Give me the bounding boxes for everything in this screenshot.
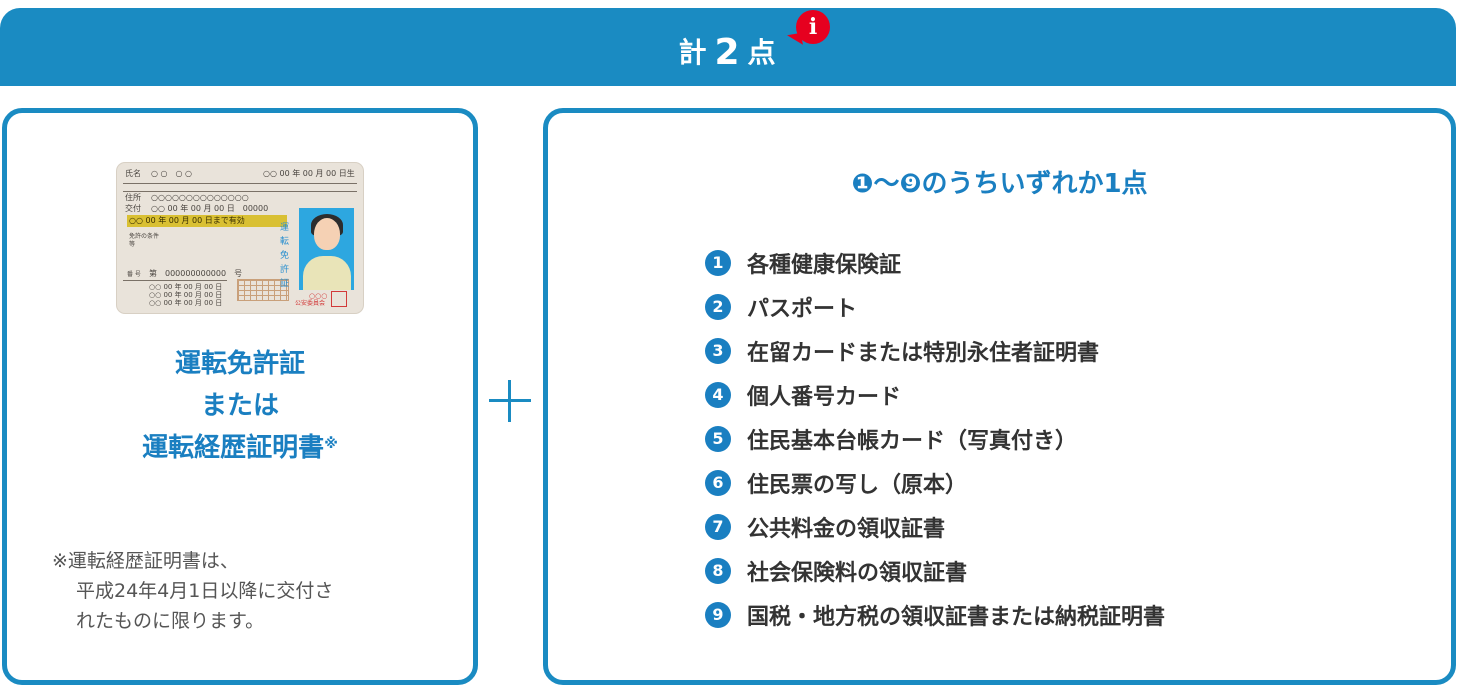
seal-stamp bbox=[331, 291, 347, 307]
number-badge: 3 bbox=[705, 338, 731, 364]
info-icon[interactable]: i bbox=[796, 10, 830, 44]
number-badge: 6 bbox=[705, 470, 731, 496]
license-note: ※運転経歴証明書は、 平成24年4月1日以降に交付さ れたものに限ります。 bbox=[52, 550, 334, 632]
license-card-illustration: 氏名 ○ ○ ○ ○ ○○ 00 年 00 月 00 日生 住所 ○○○○○○○… bbox=[117, 163, 363, 313]
number-badge: 4 bbox=[705, 382, 731, 408]
license-category-grid bbox=[237, 279, 289, 301]
number-badge: 8 bbox=[705, 558, 731, 584]
left-panel: 氏名 ○ ○ ○ ○ ○○ 00 年 00 月 00 日生 住所 ○○○○○○○… bbox=[2, 108, 478, 685]
license-title: 運転免許証 または 運転経歴証明書※ bbox=[142, 349, 338, 463]
plus-icon bbox=[489, 380, 531, 422]
number-badge: 2 bbox=[705, 294, 731, 320]
number-badge: 9 bbox=[705, 602, 731, 628]
number-badge: 7 bbox=[705, 514, 731, 540]
id-photo bbox=[299, 208, 354, 290]
right-heading: ❶〜❾のうちいずれか1点 bbox=[851, 169, 1148, 199]
number-badge: 1 bbox=[705, 250, 731, 276]
header-count: 2 bbox=[714, 32, 742, 73]
license-vertical-label: 運転免許証 bbox=[280, 223, 290, 289]
number-badge: 5 bbox=[705, 426, 731, 452]
